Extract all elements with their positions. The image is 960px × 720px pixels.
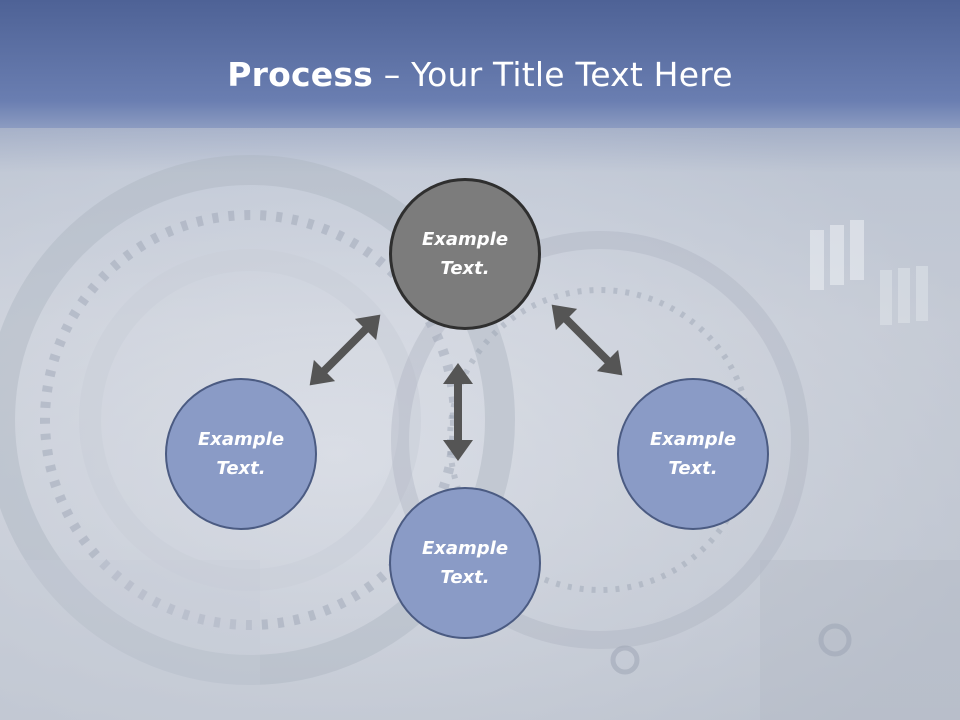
slide-title-rest: – Your Title Text Here [373, 55, 733, 94]
process-node-left-line1: Example [197, 429, 285, 450]
slide-title-bold: Process [227, 55, 374, 94]
slide-title: Process – Your Title Text Here [0, 52, 960, 98]
process-node-left-line2: Text. [216, 458, 266, 479]
process-node-right-line1: Example [649, 429, 737, 450]
process-node-top-line1: Example [421, 229, 509, 250]
process-node-top-line2: Text. [440, 258, 490, 279]
double-arrow-right-icon [551, 304, 623, 376]
process-node-right-line2: Text. [668, 458, 718, 479]
process-node-bottom-line1: Example [421, 538, 509, 559]
double-arrow-vertical-icon [443, 363, 473, 461]
double-arrow-left-icon [309, 314, 381, 386]
process-node-bottom-line2: Text. [440, 567, 490, 588]
